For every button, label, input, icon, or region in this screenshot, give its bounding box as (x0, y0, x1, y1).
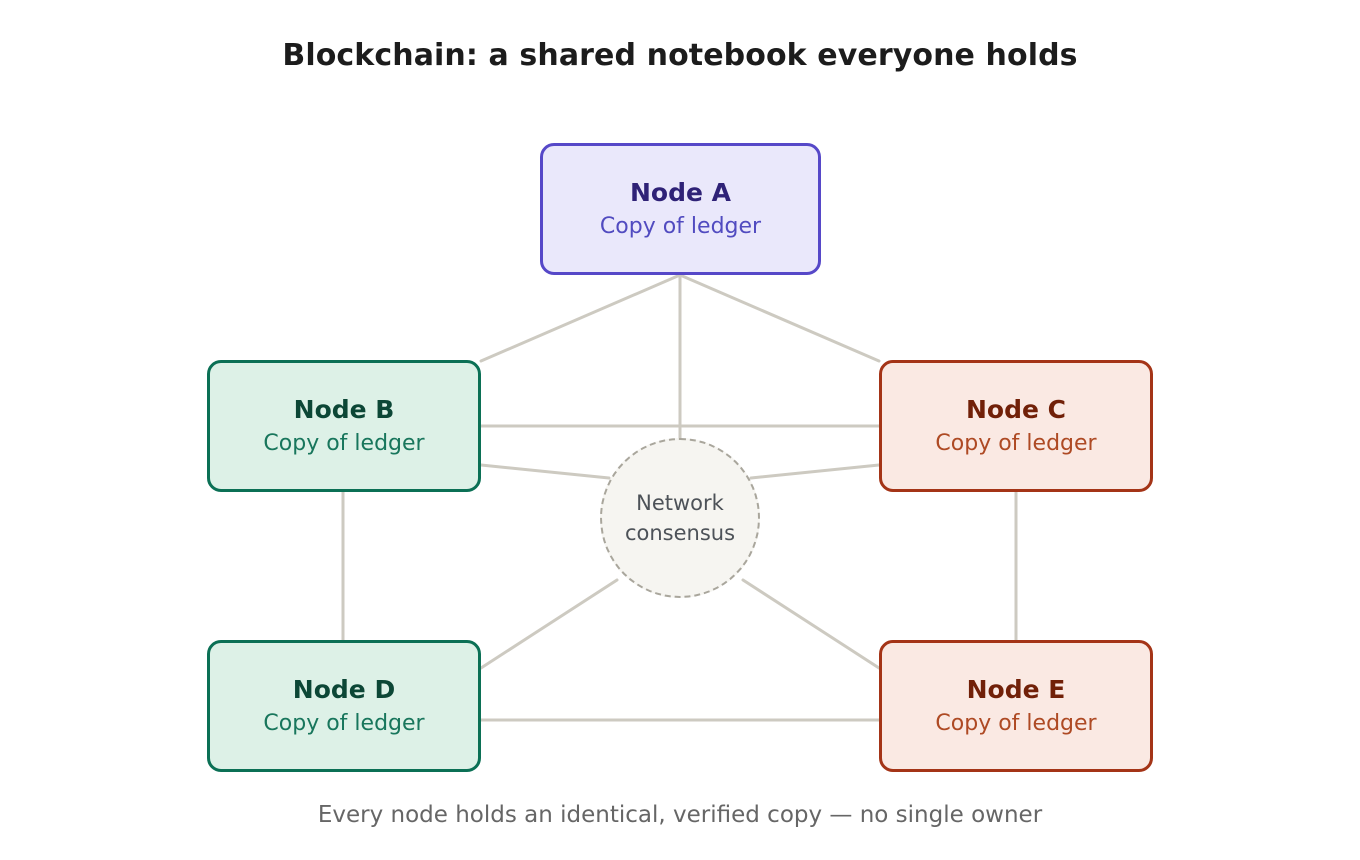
edge-d-hub (479, 578, 619, 670)
network-consensus-hub[interactable]: Network consensus (600, 438, 760, 598)
node-d[interactable]: Node D Copy of ledger (207, 640, 481, 772)
node-b[interactable]: Node B Copy of ledger (207, 360, 481, 492)
node-a-title: Node A (629, 178, 731, 207)
edge-e-hub (741, 578, 881, 670)
diagram-caption: Every node holds an identical, verified … (317, 802, 1043, 828)
edge-a-b (479, 273, 682, 363)
hub-label: Network consensus (624, 490, 736, 545)
node-e-subtitle: Copy of ledger (935, 711, 1097, 736)
node-b-subtitle: Copy of ledger (263, 431, 425, 456)
node-c[interactable]: Node C Copy of ledger (879, 360, 1153, 492)
node-e[interactable]: Node E Copy of ledger (879, 640, 1153, 772)
edge-b-hub (479, 463, 611, 480)
page-title: Blockchain: a shared notebook everyone h… (282, 38, 1078, 73)
node-d-title: Node D (292, 675, 396, 704)
node-a[interactable]: Node A Copy of ledger (540, 143, 821, 275)
edge-a-c (678, 273, 881, 363)
node-e-title: Node E (966, 675, 1066, 704)
node-d-subtitle: Copy of ledger (263, 711, 425, 736)
node-c-title: Node C (966, 395, 1066, 424)
edge-c-hub (749, 463, 881, 480)
node-b-title: Node B (293, 395, 395, 424)
node-c-subtitle: Copy of ledger (935, 431, 1097, 456)
node-a-subtitle: Copy of ledger (599, 214, 762, 239)
